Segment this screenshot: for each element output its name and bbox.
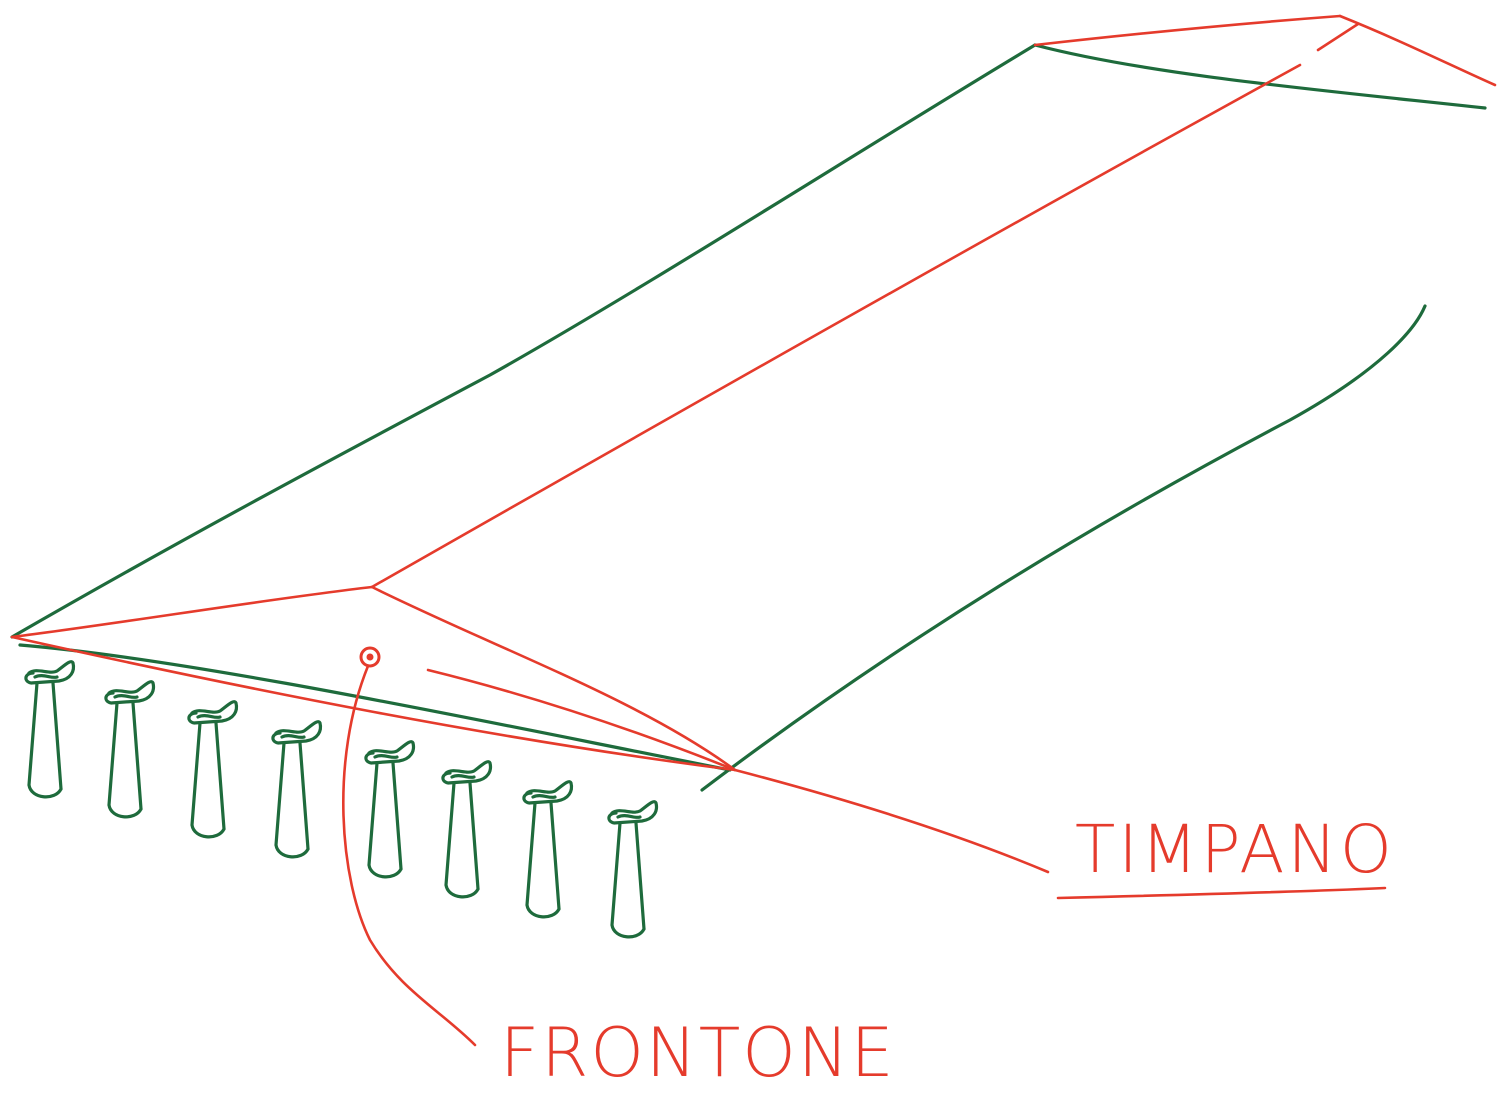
column bbox=[364, 740, 416, 879]
column bbox=[607, 800, 659, 939]
column bbox=[522, 780, 574, 919]
roof-ridge-line-end bbox=[1316, 22, 1360, 52]
timpano-label-underline bbox=[1056, 886, 1387, 900]
frontone-leader-line bbox=[342, 664, 477, 1047]
pediment-base bbox=[10, 635, 1050, 874]
column bbox=[24, 660, 76, 799]
timpano-label: TIMPANO bbox=[1075, 811, 1395, 888]
column bbox=[104, 680, 156, 819]
pediment-inner-line bbox=[426, 668, 737, 772]
colonnade bbox=[24, 660, 659, 939]
pediment-outline bbox=[10, 14, 1497, 1047]
column bbox=[441, 760, 493, 899]
column bbox=[187, 700, 239, 839]
pediment-right-rake bbox=[370, 585, 737, 772]
roof-ridge-line bbox=[370, 63, 1302, 589]
roof-left-ridge bbox=[10, 43, 1037, 639]
roof-structure bbox=[10, 43, 1487, 792]
pediment-left-rake bbox=[10, 585, 374, 639]
roof-right-eave bbox=[700, 304, 1427, 792]
back-pediment-rake-right bbox=[1338, 14, 1497, 87]
frontone-pointer-dot-inner bbox=[366, 653, 374, 661]
roof-back-top-edge bbox=[1033, 43, 1487, 110]
frontone-label: FRONTONE bbox=[500, 1014, 896, 1093]
back-pediment-rake-left bbox=[1033, 14, 1342, 47]
column bbox=[271, 720, 323, 859]
